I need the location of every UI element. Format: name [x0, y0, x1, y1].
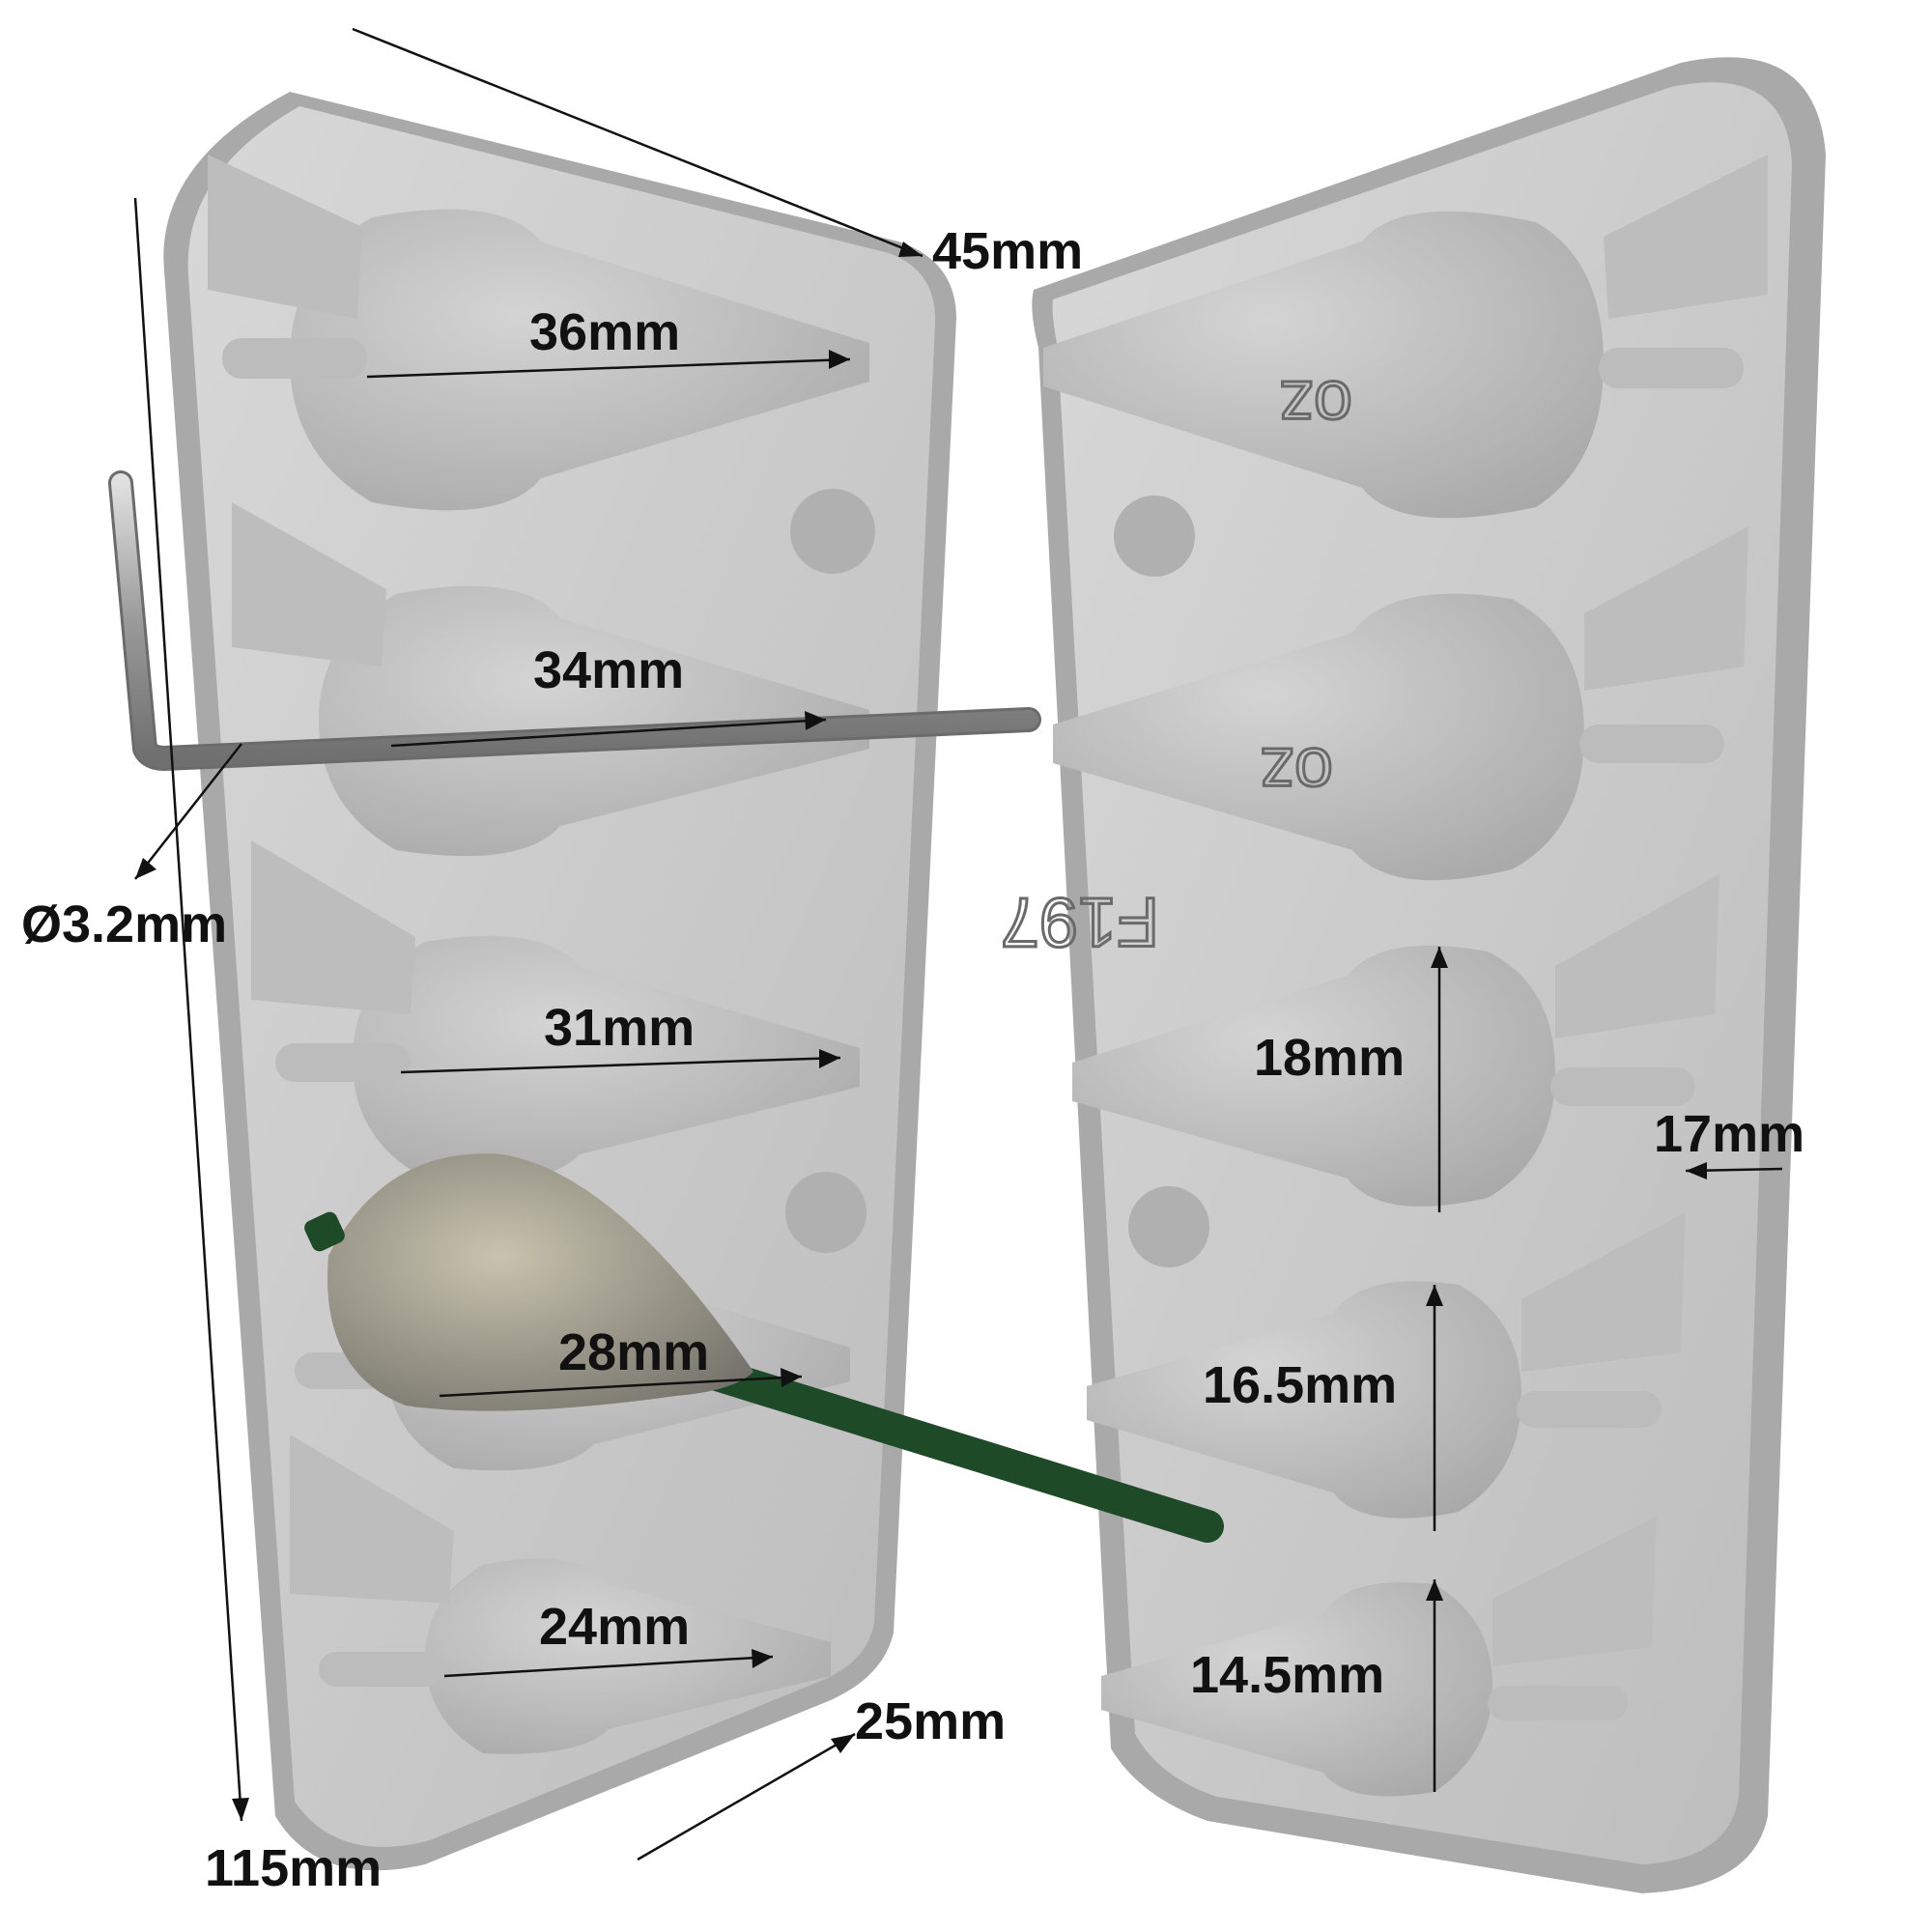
label-total-length: 115mm: [205, 1839, 382, 1897]
left-alignment-pin-bottom: [785, 1172, 867, 1253]
label-cavity-4-length: 28mm: [558, 1323, 709, 1381]
sinker-wire: [660, 1346, 1224, 1543]
label-bottom-width: 25mm: [855, 1692, 1006, 1750]
right-cavity-5: [1101, 1517, 1657, 1797]
oz-marking-2: oz: [1260, 733, 1333, 810]
left-cavity-3: [251, 840, 860, 1183]
label-cavity-5-width: 14.5mm: [1190, 1646, 1384, 1704]
left-cavity-2: [232, 502, 869, 857]
label-cavity-5-length: 24mm: [539, 1598, 690, 1656]
label-cavity-3-length: 31mm: [544, 999, 695, 1057]
oz-marking-1: oz: [1279, 366, 1352, 443]
label-thickness: 17mm: [1654, 1105, 1804, 1163]
left-cavity-1: [208, 155, 869, 511]
right-cavity-2: [1053, 526, 1748, 881]
left-alignment-pin-top: [790, 489, 875, 574]
dimension-lines: [133, 27, 1783, 1861]
label-rod-diameter: Ø3.2mm: [21, 895, 227, 953]
right-mold-half: oz oz F197: [999, 57, 1826, 1893]
right-cavity-3: [1072, 874, 1719, 1207]
cast-sinker: [304, 1153, 1224, 1543]
right-alignment-pin-bottom: [1128, 1186, 1209, 1267]
dimension-arrowheads: [135, 242, 1707, 1821]
sinker-body: [327, 1153, 753, 1411]
label-cavity-4-width: 16.5mm: [1203, 1356, 1397, 1414]
right-alignment-pin-top: [1114, 496, 1195, 577]
part-code-marking: F197: [1001, 883, 1159, 960]
right-cavity-4: [1087, 1212, 1686, 1519]
label-cavity-3-width: 18mm: [1254, 1029, 1405, 1087]
label-cavity-1-length: 36mm: [529, 303, 680, 361]
l-rod: [108, 470, 1041, 771]
label-cavity-2-length: 34mm: [533, 641, 684, 699]
sinker-wire-tip: [304, 1211, 345, 1252]
right-cavity-1: [1043, 155, 1768, 519]
label-top-width: 45mm: [932, 222, 1083, 280]
left-cavity-5: [290, 1435, 831, 1754]
